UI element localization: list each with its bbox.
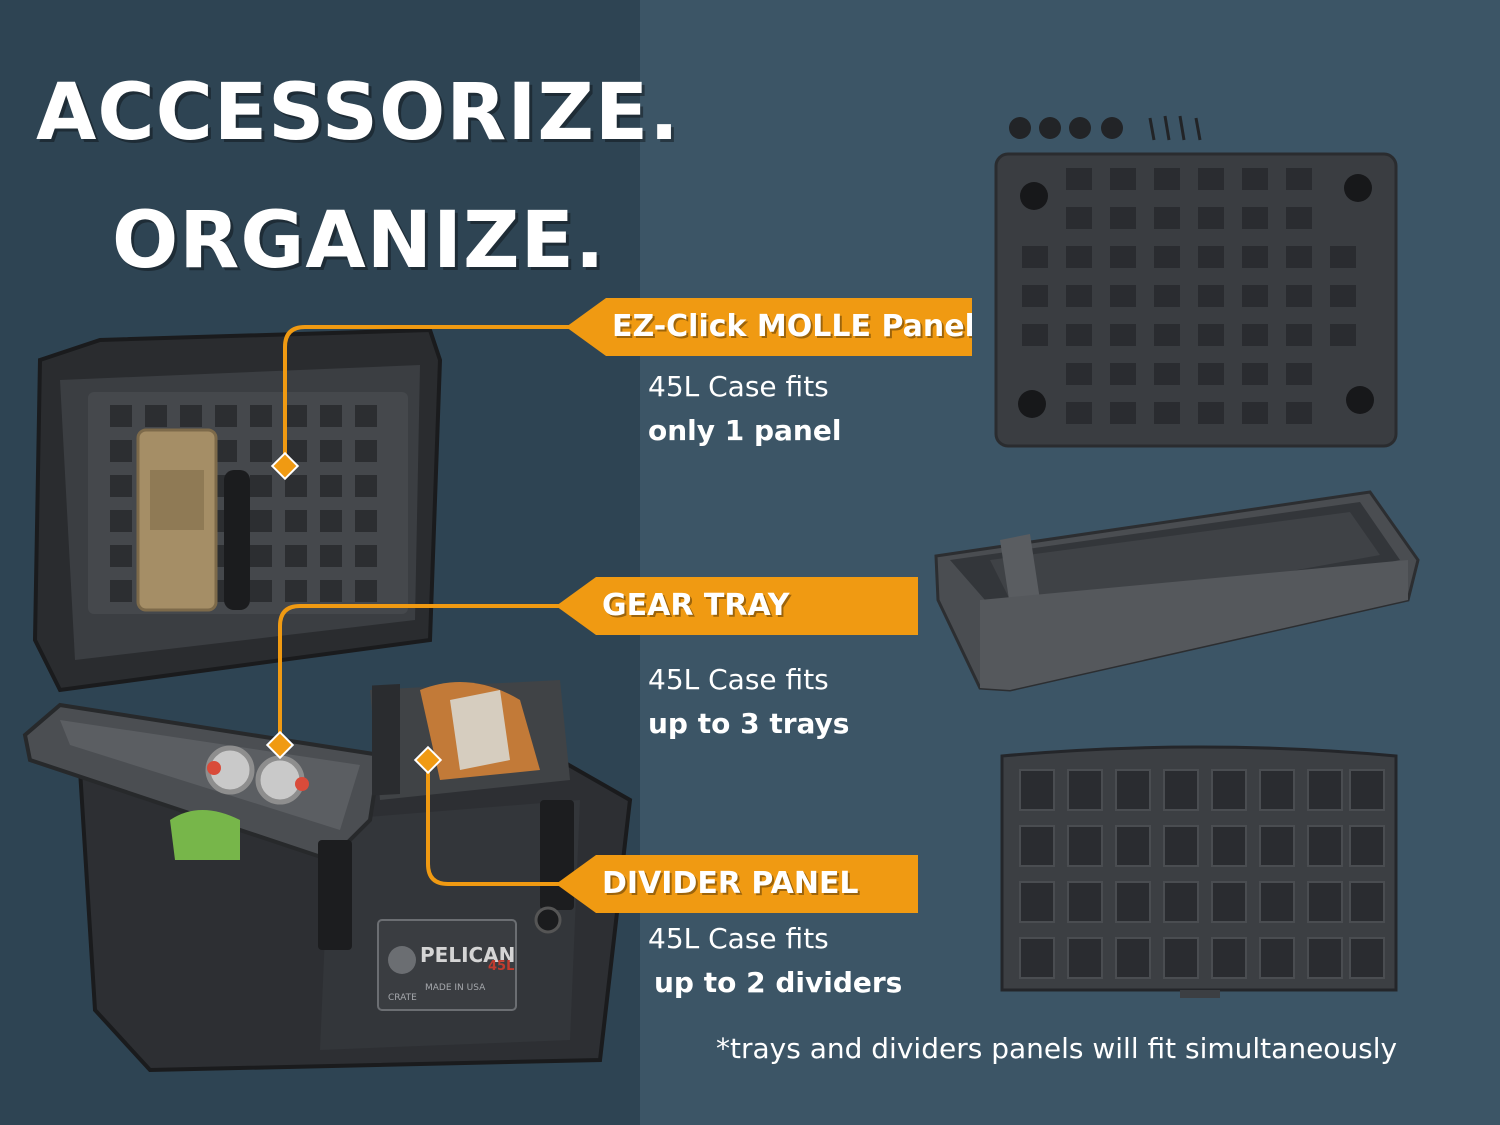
connector-lines [278,325,570,886]
badge-origin-text: MADE IN USA [425,983,486,993]
headline-accessorize: ACCESSORIZE. [36,68,680,158]
molle-fits-text: 45L Case fits [648,370,829,403]
badge-size-text: 45L [488,959,514,974]
tray-capacity-text: up to 3 trays [648,707,850,740]
pelican-badge [377,919,517,1011]
divider-marker [413,745,443,775]
molle-panel-callout: EZ-Click MOLLE Panel [566,298,972,356]
footnote: *trays and dividers panels will fit simu… [716,1032,1398,1065]
tray-marker [265,730,295,760]
molle-marker [270,451,300,481]
case-image: PELICAN 45L CRATE MADE IN USA [22,327,633,1073]
divider-fits-text: 45L Case fits [648,922,829,955]
flashlight [224,470,250,610]
tray-fits-text: 45L Case fits [648,663,829,696]
gear-tray-image [934,490,1420,692]
badge-brand-text: PELICAN [420,943,515,967]
molle-panel-image [994,115,1398,448]
divider-panel-image [1000,745,1398,998]
headline-organize: ORGANIZE. [112,196,606,286]
molle-capacity-text: only 1 panel [648,414,842,447]
case-divider [372,684,400,796]
gear-tray-callout: GEAR TRAY [556,577,918,635]
badge-line-text: CRATE [388,993,417,1003]
divider-capacity-text: up to 2 dividers [654,966,903,999]
divider-panel-callout: DIVIDER PANEL [556,855,918,913]
